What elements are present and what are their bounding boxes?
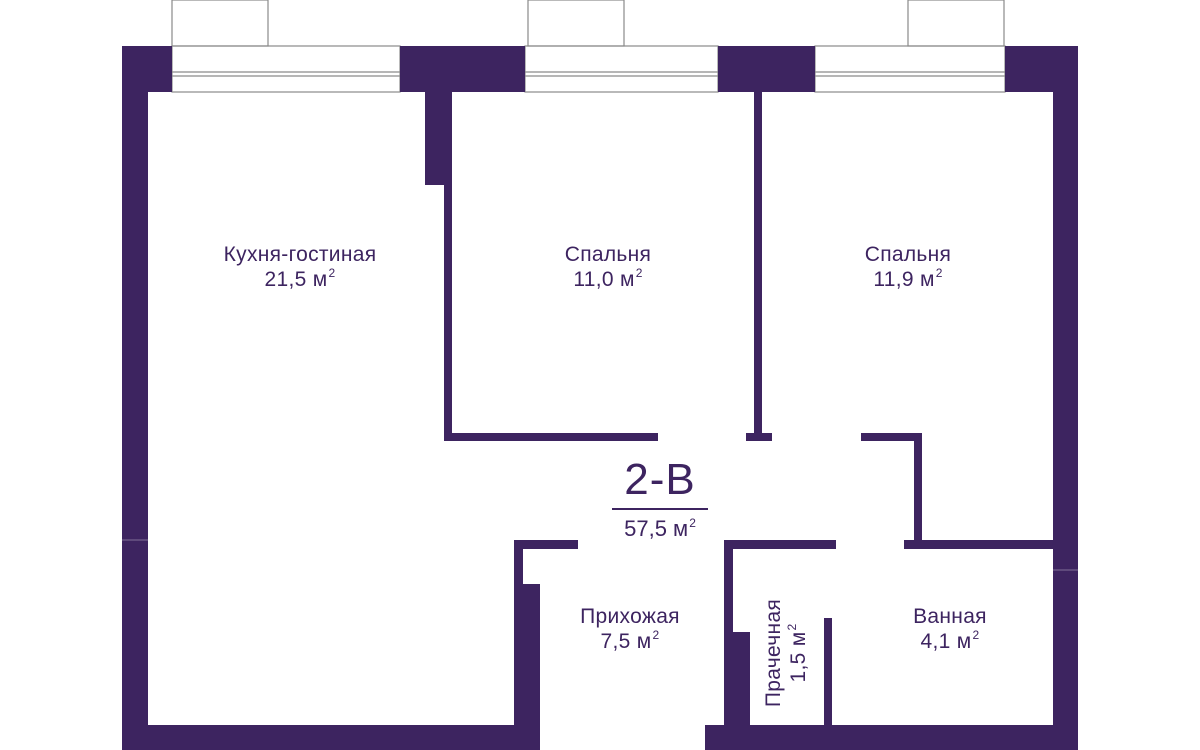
wall-bottom-right (705, 725, 1078, 750)
room-label-hallway: Прихожая 7,5 м2 (530, 605, 730, 654)
room-area: 11,9 м2 (873, 266, 943, 292)
window-right (814, 45, 1006, 93)
room-label-bedroom-1: Спальня 11,0 м2 (508, 243, 708, 292)
walls (122, 46, 1078, 750)
apartment-summary: 2-В 57,5 м2 (580, 458, 740, 541)
wall-hallway-top (514, 540, 578, 549)
divider-line (612, 508, 708, 510)
wall-laundry-top (724, 540, 836, 549)
wall-left (122, 46, 148, 750)
room-area: 7,5 м2 (600, 628, 660, 654)
room-name: Прачечная (762, 598, 785, 708)
wall-right (1053, 46, 1078, 750)
room-area: 1,5 м2 (785, 623, 811, 683)
window-left (171, 45, 401, 93)
room-label-bedroom-2: Спальня 11,9 м2 (808, 243, 1008, 292)
wall-bedroom1-left (444, 92, 452, 441)
wall-bottom-left (122, 725, 540, 750)
room-area: 11,0 м2 (573, 266, 643, 292)
apartment-code: 2-В (624, 455, 696, 504)
room-name: Спальня (864, 243, 952, 266)
apartment-total-area: 57,5 м2 (624, 516, 696, 541)
room-label-bathroom: Ванная 4,1 м2 (850, 605, 1050, 654)
room-area: 4,1 м2 (920, 628, 980, 654)
wall-bedroom-divider (754, 92, 762, 441)
room-name: Кухня-гостиная (223, 243, 377, 266)
balcony-right (907, 0, 1005, 47)
wall-bedroom2-bottom (861, 433, 922, 441)
pier-2 (718, 46, 815, 92)
pier-1 (400, 46, 525, 92)
room-name: Прихожая (580, 605, 680, 628)
balconies (171, 0, 1005, 47)
balcony-center (527, 0, 625, 47)
room-area: 21,5 м2 (264, 266, 336, 292)
windows (171, 45, 1006, 93)
room-name: Спальня (564, 243, 652, 266)
balcony-left (171, 0, 269, 47)
room-label-kitchen-living: Кухня-гостиная 21,5 м2 (190, 243, 410, 292)
room-name: Ванная (913, 605, 987, 628)
room-label-laundry: Прачечная 1,5 м2 (762, 563, 818, 743)
wall-bedroom1-bottom (444, 433, 658, 441)
window-center (524, 45, 719, 93)
